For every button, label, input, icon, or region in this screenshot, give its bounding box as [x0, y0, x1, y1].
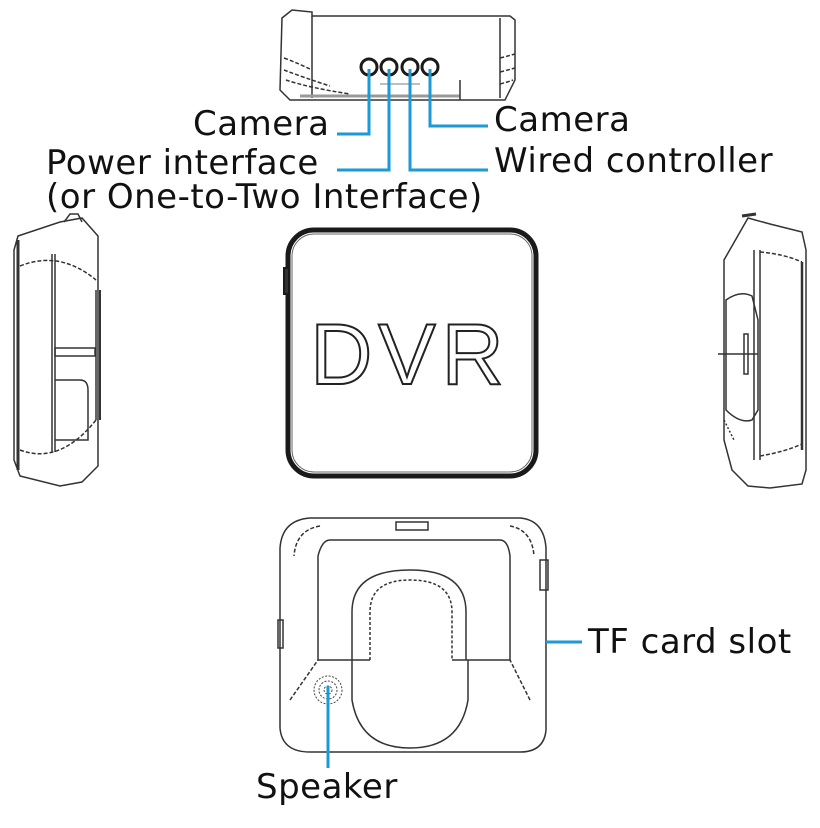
right-side-view: [718, 212, 807, 489]
bottom-view-device: [277, 517, 549, 753]
front-view-device: [283, 227, 539, 479]
label-power-interface: Power interface: [46, 143, 319, 183]
label-camera-2: Camera: [494, 100, 631, 140]
callout-line-camera-1: [337, 69, 371, 136]
top-view-device: [279, 9, 516, 101]
front-view-label: DVR: [309, 307, 510, 403]
label-camera-1: Camera: [193, 104, 330, 144]
label-power-interface-sub: (or One-to-Two Interface): [46, 177, 483, 217]
callout-lines-bottom: [326, 640, 582, 768]
callout-lines-top: [337, 69, 488, 172]
left-side-view: [13, 213, 101, 487]
label-wired-controller: Wired controller: [494, 141, 774, 181]
top-view-ports: [359, 57, 440, 77]
callout-line-wired-controller: [408, 69, 488, 172]
label-tf-card-slot: TF card slot: [588, 622, 792, 662]
callout-line-camera-2: [428, 69, 488, 128]
label-speaker: Speaker: [256, 767, 398, 807]
callout-line-power: [337, 69, 391, 172]
